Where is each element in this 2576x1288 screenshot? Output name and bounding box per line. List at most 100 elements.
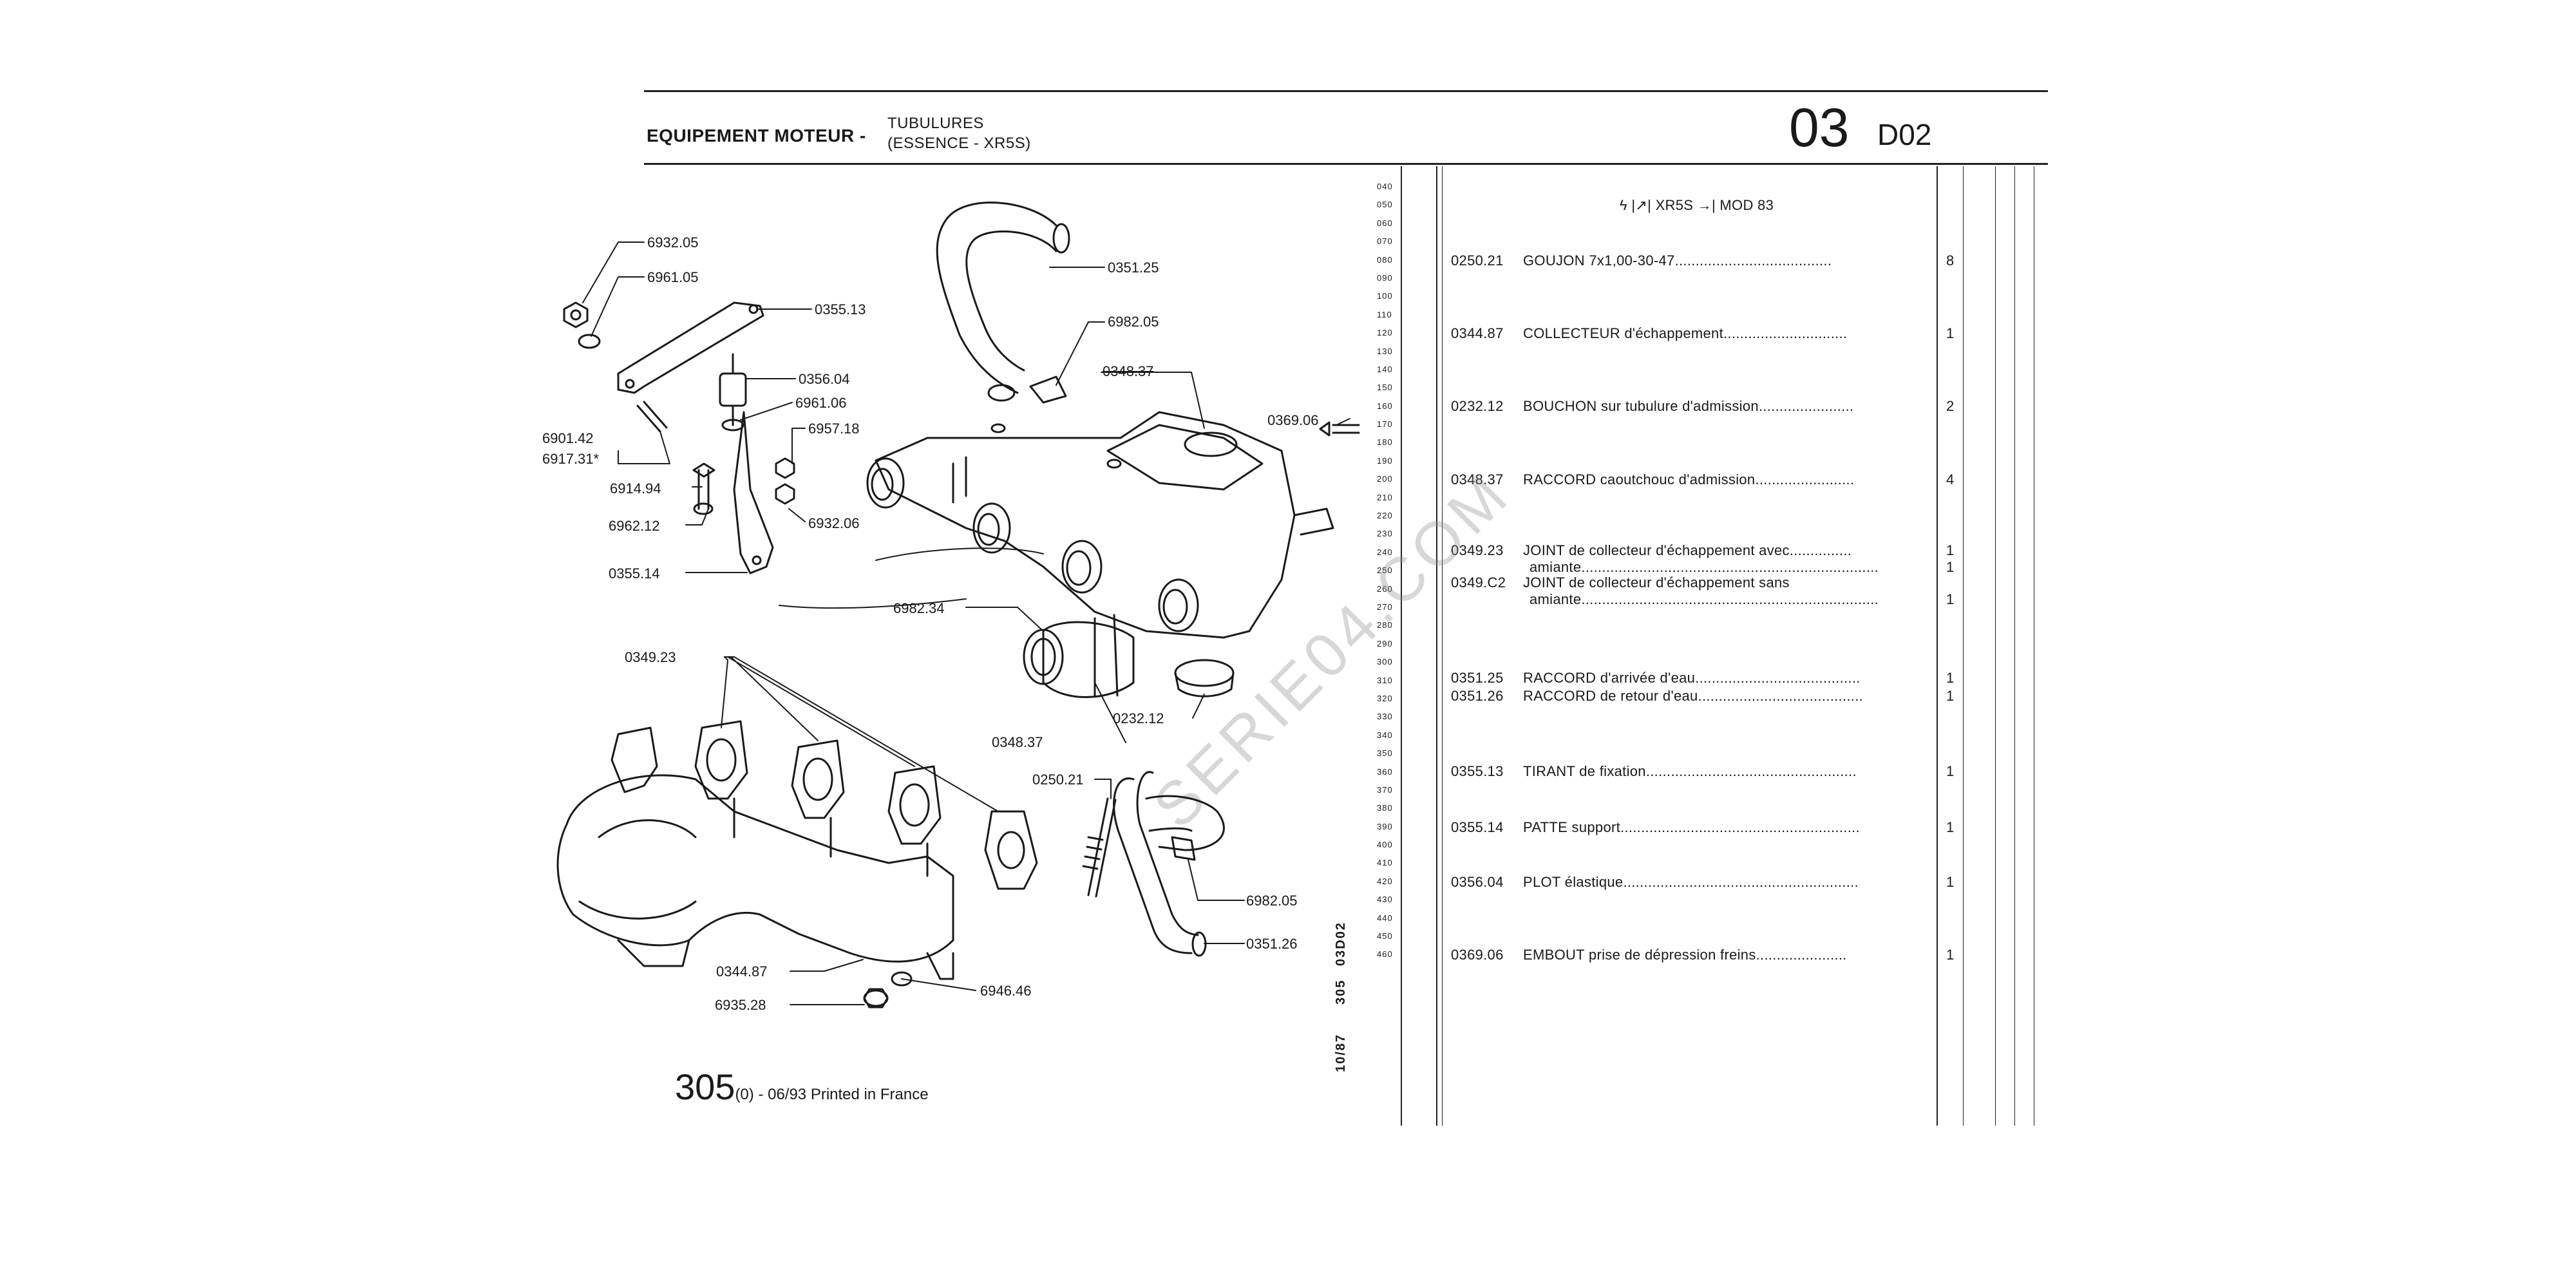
range-number: 310 [1377, 675, 1393, 685]
label-0355-14: 0355.14 [609, 565, 660, 582]
lightning-icon: ϟ [1620, 197, 1627, 213]
exhaust-manifold-drawing [556, 774, 954, 980]
gasket-drawing [611, 720, 1038, 890]
arrow-icon: |↗| [1631, 197, 1652, 213]
label-0349-23: 0349.23 [625, 649, 676, 665]
part-quantity: 1 [1946, 819, 1955, 835]
range-number: 060 [1377, 218, 1393, 228]
rubber-coupling-drawing [1023, 614, 1135, 698]
range-number: 040 [1377, 182, 1393, 191]
part-ref: 0349.C2 [1451, 574, 1506, 591]
part-ref: 0344.87 [1451, 325, 1504, 341]
range-number: 290 [1377, 638, 1393, 649]
part-quantity-continuation: 1 [1946, 559, 1955, 575]
applicability-vehicle: XR5S [1655, 197, 1694, 213]
part-quantity: 1 [1946, 542, 1955, 558]
range-number: 390 [1377, 821, 1393, 831]
range-number: 140 [1377, 364, 1393, 374]
range-number: 120 [1377, 328, 1393, 338]
range-number: 180 [1377, 437, 1393, 448]
range-number: 210 [1377, 492, 1393, 502]
qty-col-rule-1 [1937, 166, 1938, 1126]
range-number: 430 [1377, 895, 1393, 905]
part-ref: 0351.26 [1451, 688, 1504, 704]
plug-drawing [1174, 659, 1235, 697]
range-number: 170 [1377, 419, 1393, 430]
range-number: 370 [1377, 784, 1393, 795]
range-number: 160 [1377, 401, 1393, 411]
label-0348-37b: 0348.37 [992, 734, 1043, 750]
range-number: 230 [1377, 529, 1393, 539]
until-arrow-icon: →| [1697, 197, 1716, 213]
part-description: RACCORD de retour d'eau.................… [1523, 688, 1864, 704]
range-number: 090 [1377, 272, 1393, 283]
part-quantity: 1 [1946, 874, 1955, 890]
bracket-drawing [563, 301, 1360, 1009]
part-description-continuation: amiante.................................… [1530, 591, 1879, 607]
range-number: 330 [1377, 712, 1393, 722]
group-number: 03 [1789, 97, 1850, 158]
range-number: 380 [1377, 803, 1393, 813]
part-description: RACCORD d'arrivée d'eau.................… [1523, 670, 1861, 686]
table-left-rule [1436, 166, 1437, 1126]
label-6946-46: 6946.46 [980, 983, 1032, 999]
range-number: 410 [1377, 858, 1393, 868]
part-description: PLOT élastique..........................… [1523, 874, 1859, 890]
label-0232-12: 0232.12 [1113, 710, 1164, 726]
part-description: JOINT de collecteur d'échappement avec..… [1523, 542, 1852, 558]
label-6917-31: 6917.31* [542, 451, 600, 467]
part-description: PATTE support...........................… [1523, 819, 1860, 835]
qty-col-rule-3 [1995, 166, 1996, 1126]
part-ref: 0355.13 [1451, 763, 1504, 779]
part-ref: 0232.12 [1451, 398, 1504, 414]
range-number: 350 [1377, 748, 1393, 759]
label-0369-06: 0369.06 [1267, 412, 1319, 428]
part-description: JOINT de collecteur d'échappement sans [1523, 574, 1790, 591]
label-6914-94: 6914.94 [610, 480, 661, 497]
footer-suffix: (0) - 06/93 Printed in France [735, 1086, 929, 1103]
range-number: 100 [1377, 291, 1393, 301]
range-number: 220 [1377, 511, 1393, 521]
part-quantity: 2 [1946, 398, 1955, 414]
part-quantity: 1 [1946, 670, 1955, 686]
range-number: 070 [1377, 236, 1393, 247]
part-quantity: 1 [1946, 763, 1955, 779]
water-inlet-hose-drawing [936, 202, 1070, 404]
part-quantity: 4 [1946, 471, 1955, 488]
header-section: EQUIPEMENT MOTEUR - [647, 126, 866, 146]
water-outlet-hose-drawing [1113, 771, 1225, 957]
label-6935-28: 6935.28 [715, 997, 766, 1013]
range-number: 460 [1377, 949, 1393, 960]
part-ref: 0348.37 [1451, 471, 1504, 488]
part-ref: 0349.23 [1451, 542, 1504, 558]
range-number: 260 [1377, 583, 1393, 594]
label-0351-26: 0351.26 [1246, 936, 1298, 952]
range-number: 200 [1377, 474, 1393, 484]
label-0355-13: 0355.13 [815, 301, 866, 317]
part-description: EMBOUT prise de dépression freins.......… [1523, 947, 1847, 963]
range-number: 080 [1377, 254, 1393, 265]
label-6932-05: 6932.05 [647, 234, 699, 251]
label-6962-12: 6962.12 [609, 518, 660, 534]
label-0344-87: 0344.87 [716, 963, 768, 980]
label-6901-42: 6901.42 [542, 430, 594, 446]
range-number: 280 [1377, 620, 1393, 630]
part-quantity: 8 [1946, 252, 1955, 269]
range-number: 340 [1377, 730, 1393, 740]
part-quantity: 1 [1946, 688, 1955, 704]
part-quantity: 1 [1946, 325, 1955, 341]
label-6961-05: 6961.05 [647, 269, 699, 285]
label-6982-34: 6982.34 [893, 600, 945, 616]
range-number: 400 [1377, 840, 1393, 850]
leader-lines [582, 242, 1350, 1005]
label-0356-04: 0356.04 [799, 371, 850, 387]
range-number: 360 [1377, 766, 1393, 777]
part-description-continuation: amiante.................................… [1530, 559, 1879, 575]
label-6961-06: 6961.06 [795, 395, 847, 411]
group-code: D02 [1877, 118, 1932, 151]
part-quantity: 1 [1946, 947, 1955, 963]
label-6982-05b: 6982.05 [1246, 893, 1298, 909]
stud-drawing [1082, 797, 1117, 898]
part-description: RACCORD caoutchouc d'admission..........… [1523, 471, 1855, 488]
